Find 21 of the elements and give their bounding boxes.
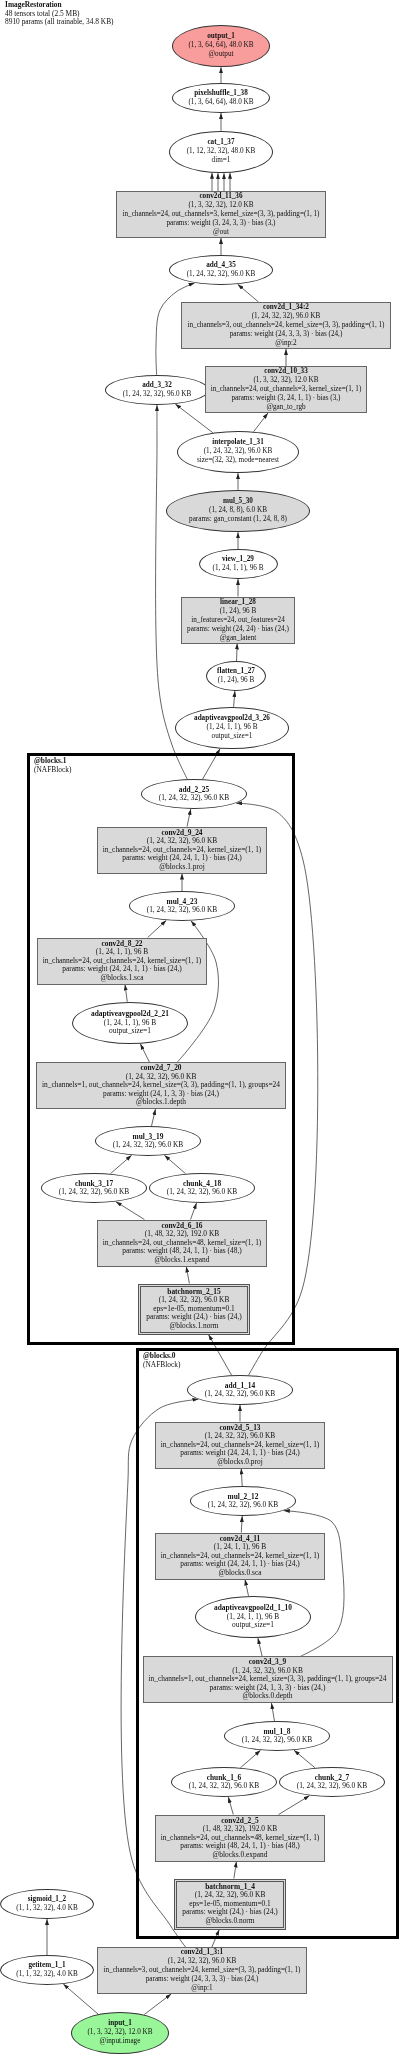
layer-box: [204, 366, 368, 413]
layer-box: [36, 1062, 286, 1109]
operation-ellipse: [0, 1955, 94, 1985]
layer-box: [154, 1421, 326, 1469]
layer-box: [181, 596, 295, 644]
operation-ellipse: [206, 661, 266, 691]
module-cluster: [136, 1348, 399, 1939]
module-cluster: [27, 753, 295, 1345]
layer-box: [181, 302, 391, 349]
layer-box: [116, 191, 326, 238]
layer-box: [96, 826, 268, 874]
layer-box: [142, 1656, 393, 1703]
norm-layer-box: [174, 1878, 286, 1930]
operation-ellipse: [175, 706, 289, 750]
layer-box: [36, 937, 208, 985]
layer-box: [154, 1814, 326, 1862]
norm-layer-box: [138, 1283, 250, 1335]
operation-ellipse: [0, 1889, 94, 1919]
layer-box: [97, 1947, 307, 1994]
layer-box: [154, 1532, 326, 1580]
layer-box: [96, 1219, 268, 1267]
